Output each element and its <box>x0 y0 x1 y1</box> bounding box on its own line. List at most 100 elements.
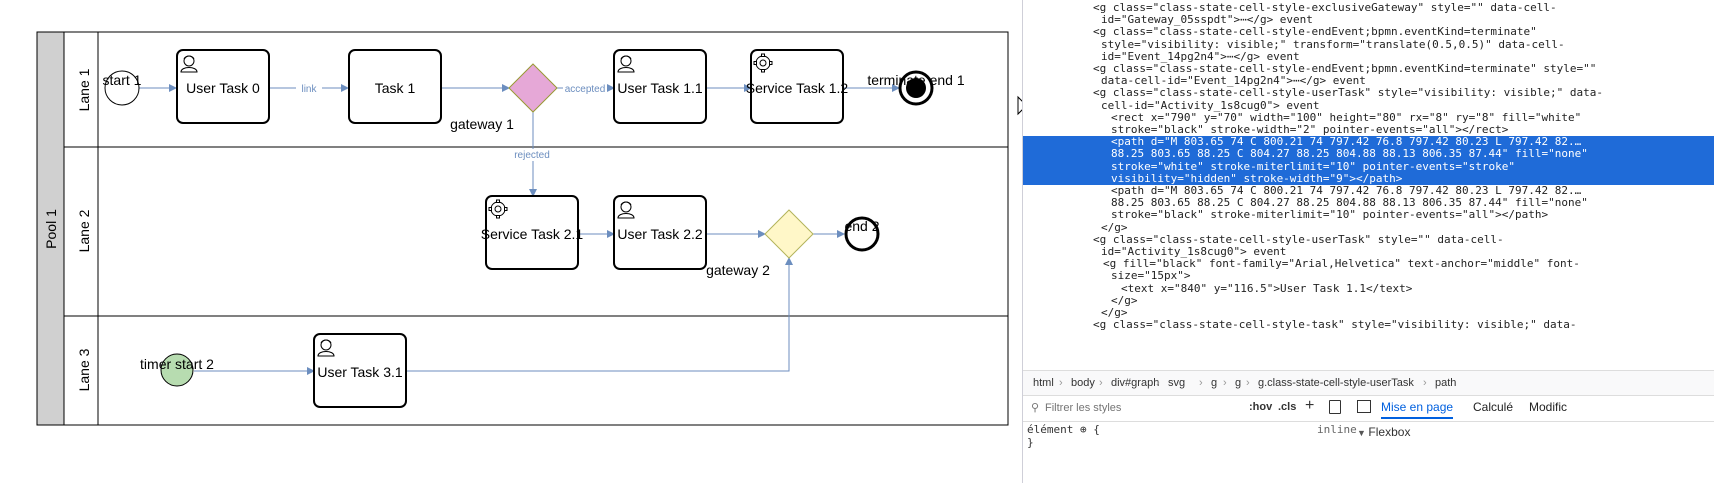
add-rule-icon[interactable]: + <box>1305 397 1315 414</box>
lane-1[interactable]: Lane 1 <box>63 31 1009 148</box>
user-task-3-1-label: User Task 3.1 <box>317 364 403 380</box>
lane-3[interactable]: Lane 3 <box>63 315 1009 426</box>
markup-line[interactable]: <text x="840" y="116.5">User Task 1.1</t… <box>1121 281 1413 295</box>
rule-close-brace: } <box>1027 436 1034 449</box>
markup-tree[interactable]: <g class="class-state-cell-style-exclusi… <box>1023 0 1714 370</box>
flexbox-section[interactable]: ▼ Flexbox <box>1357 425 1411 439</box>
markup-line[interactable]: </g> <box>1111 293 1138 307</box>
breadcrumb-separator-icon: › <box>1099 377 1103 389</box>
markup-line[interactable]: <g class="class-state-cell-style-endEven… <box>1093 25 1537 39</box>
devtools-panel: <g class="class-state-cell-style-exclusi… <box>1022 0 1714 483</box>
print-icon[interactable] <box>1329 400 1341 414</box>
breadcrumb-separator-icon: › <box>1156 377 1160 389</box>
gateway-1[interactable]: gateway 1 <box>450 63 558 132</box>
breadcrumb-separator-icon: › <box>1199 377 1203 389</box>
lane-2[interactable]: Lane 2 <box>63 146 1009 317</box>
filter-styles-input[interactable] <box>1043 399 1237 417</box>
gateway-1-label: gateway 1 <box>450 116 514 132</box>
filter-icon: ⚲ <box>1031 402 1040 414</box>
edge-label-accepted: accepted <box>565 84 606 95</box>
task-1[interactable]: Task 1 <box>348 49 442 124</box>
breadcrumb-item[interactable]: svg <box>1168 377 1186 389</box>
markup-line[interactable]: stroke="white" stroke-miterlimit="10" po… <box>1023 160 1714 173</box>
breadcrumb-item[interactable]: g.class-state-cell-style-userTask <box>1258 377 1414 389</box>
user-task-1-1-label: User Task 1.1 <box>617 80 703 96</box>
user-task-3-1[interactable]: User Task 3.1 <box>313 333 407 408</box>
breadcrumb-item[interactable]: g <box>1235 377 1242 389</box>
markup-line[interactable]: id="Gateway_05sspdt">⋯</g> event <box>1101 13 1313 27</box>
user-task-2-2-label: User Task 2.2 <box>617 226 703 242</box>
breadcrumb[interactable]: html›body›div#graph›svg›g›g›g.class-stat… <box>1023 370 1714 396</box>
edge-usertask31-gateway2[interactable] <box>406 257 793 372</box>
breadcrumb-item[interactable]: body <box>1071 377 1095 389</box>
user-task-1-1[interactable]: User Task 1.1 <box>613 49 707 124</box>
styles-toolbar: ⚲ :hov .cls + Mise en page Calculé Modif… <box>1023 395 1714 422</box>
rules-area: élément ⊕ { inline } ▼ Flexbox <box>1023 421 1714 483</box>
cls-toggle[interactable]: .cls <box>1278 401 1297 413</box>
markup-line[interactable]: stroke="black" stroke-miterlimit="10" po… <box>1111 208 1549 222</box>
end-event-2[interactable]: end 2 <box>844 216 880 252</box>
breadcrumb-separator-icon: › <box>1059 377 1063 389</box>
sidebar-toggle-icon[interactable] <box>1357 400 1371 413</box>
markup-line[interactable]: <g class="class-state-cell-style-userTas… <box>1093 232 1504 246</box>
bpmn-canvas[interactable]: Pool 1 Lane 1 Lane 2 Lane 3 <box>0 0 1022 483</box>
breadcrumb-separator-icon: › <box>1246 377 1250 389</box>
markup-line[interactable]: </g> <box>1101 306 1128 319</box>
start-event-1[interactable]: start 1 <box>103 70 142 106</box>
edge-label-rejected: rejected <box>514 150 550 161</box>
breadcrumb-item[interactable]: div#graph <box>1111 377 1160 389</box>
markup-line[interactable]: id="Activity_1s8cug0"> event <box>1101 245 1287 258</box>
terminate-end-event-1-label: terminate end 1 <box>867 72 964 88</box>
markup-line[interactable]: 88.25 803.65 88.25 C 804.27 88.25 804.88… <box>1023 148 1714 161</box>
user-icon <box>617 201 635 219</box>
markup-line[interactable]: <g class="class-state-cell-style-exclusi… <box>1093 1 1557 14</box>
terminate-end-event-1[interactable]: terminate end 1 <box>867 70 965 106</box>
breadcrumb-separator-icon: › <box>1223 377 1227 389</box>
service-task-1-2-label: Service Task 1.2 <box>746 80 849 96</box>
breadcrumb-item[interactable]: html <box>1033 377 1054 389</box>
markup-line[interactable]: stroke="black" stroke-width="2" pointer-… <box>1111 123 1509 136</box>
markup-line[interactable]: id="Event_14pg2n4">⋯</g> event <box>1101 49 1300 63</box>
breadcrumb-item[interactable]: g <box>1211 377 1218 389</box>
markup-line[interactable]: 88.25 803.65 88.25 C 804.27 88.25 804.88… <box>1111 196 1588 210</box>
breadcrumb-item[interactable]: path <box>1435 377 1457 389</box>
markup-line[interactable]: <path d="M 803.65 74 C 800.21 74 797.42 … <box>1111 184 1582 197</box>
tab-computed[interactable]: Calculé <box>1473 400 1514 414</box>
gateway-2[interactable]: gateway 2 <box>706 209 814 278</box>
markup-line[interactable]: style="visibility: visible;" transform="… <box>1101 37 1565 51</box>
markup-line[interactable]: <g class="class-state-cell-style-endEven… <box>1093 62 1597 75</box>
hov-toggle[interactable]: :hov <box>1249 401 1273 413</box>
lane-label-2: Lane 2 <box>76 209 92 252</box>
service-task-2-1[interactable]: Service Task 2.1 <box>481 195 584 270</box>
tab-layout[interactable]: Mise en page <box>1381 400 1454 419</box>
breadcrumb-separator-icon: › <box>1423 377 1427 389</box>
user-icon <box>180 55 198 73</box>
user-icon <box>617 55 635 73</box>
markup-line[interactable]: <path d="M 803.65 74 C 800.21 74 797.42 … <box>1023 135 1714 149</box>
task-1-label: Task 1 <box>375 80 416 96</box>
element-rule-label: élément ⊕ { <box>1027 423 1100 436</box>
lane-label-1: Lane 1 <box>76 68 92 111</box>
user-task-0[interactable]: User Task 0 <box>176 49 270 124</box>
inline-label: inline <box>1317 423 1357 436</box>
gear-icon <box>488 199 508 219</box>
markup-line[interactable]: cell-id="Activity_1s8cug0"> event <box>1101 98 1320 112</box>
markup-line[interactable]: <g class="class-state-cell-style-userTas… <box>1093 86 1603 100</box>
service-task-1-2[interactable]: Service Task 1.2 <box>746 49 849 124</box>
start-event-1-label: start 1 <box>103 72 142 88</box>
markup-line[interactable]: size="15px"> <box>1111 269 1191 283</box>
tab-changes[interactable]: Modific <box>1529 400 1568 414</box>
markup-line[interactable]: visibility="hidden" stroke-width="9"></p… <box>1023 172 1714 185</box>
pool-label: Pool 1 <box>43 209 59 249</box>
edge-label-link: link <box>301 84 317 95</box>
markup-line[interactable]: <rect x="790" y="70" width="100" height=… <box>1111 110 1582 124</box>
end-event-2-label: end 2 <box>844 218 879 234</box>
markup-line[interactable]: <g class="class-state-cell-style-task" s… <box>1093 318 1577 332</box>
markup-line[interactable]: data-cell-id="Event_14pg2n4">⋯</g> event <box>1101 74 1366 88</box>
service-task-2-1-label: Service Task 2.1 <box>481 226 584 242</box>
mouse-cursor-icon <box>1017 95 1022 116</box>
user-task-2-2[interactable]: User Task 2.2 <box>613 195 707 270</box>
timer-start-event-2[interactable]: timer start 2 <box>140 353 214 387</box>
markup-line[interactable]: <g fill="black" font-family="Arial,Helve… <box>1103 257 1580 271</box>
markup-line[interactable]: </g> <box>1101 220 1128 234</box>
